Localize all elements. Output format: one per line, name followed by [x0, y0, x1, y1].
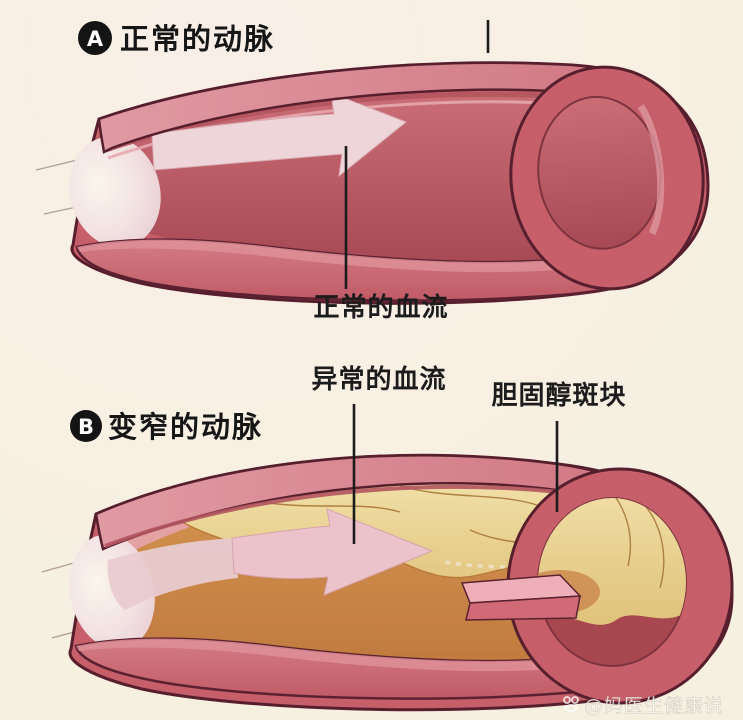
badge-a-letter: A — [87, 27, 104, 51]
artery-b-cut-end — [460, 467, 734, 705]
artery-a-cut-end — [509, 65, 705, 291]
watermark-handle: @妈医生健康说 — [584, 695, 724, 717]
inner-wall-ridge — [104, 484, 561, 548]
section-a-title: A 正常的动脉 — [78, 21, 275, 56]
section-b-title: B 变窄的动脉 — [70, 410, 263, 444]
plaque-crack — [599, 498, 632, 567]
normal-flow-label: 正常的血流 — [313, 292, 448, 323]
abnormal-flow-arrow — [231, 508, 434, 596]
bottom-wall-highlight — [76, 638, 577, 672]
badge-b-circle — [70, 410, 102, 442]
normal-flow-arrow — [151, 92, 407, 178]
badge-a-circle — [78, 21, 112, 55]
bottom-wall-highlight — [77, 239, 577, 273]
flow-wedge — [107, 538, 239, 610]
cap-inner-highlight — [637, 104, 665, 236]
artery-normal-illustration — [35, 61, 710, 305]
section-b-title-text: 变窄的动脉 — [108, 410, 263, 444]
cholesterol-plaque-label: 胆固醇斑块 — [491, 380, 626, 411]
abnormal-flow-label: 异常的血流 — [311, 364, 446, 395]
artery-a-opening — [69, 136, 161, 248]
cut-wall-shelf-front — [465, 595, 581, 621]
artery-narrowed-illustration — [41, 453, 734, 712]
section-a-title-text: 正常的动脉 — [120, 22, 275, 56]
watermark: @妈医生健康说 — [563, 695, 724, 717]
badge-b-letter: B — [78, 415, 94, 439]
watermark-logo-icon — [563, 696, 579, 712]
